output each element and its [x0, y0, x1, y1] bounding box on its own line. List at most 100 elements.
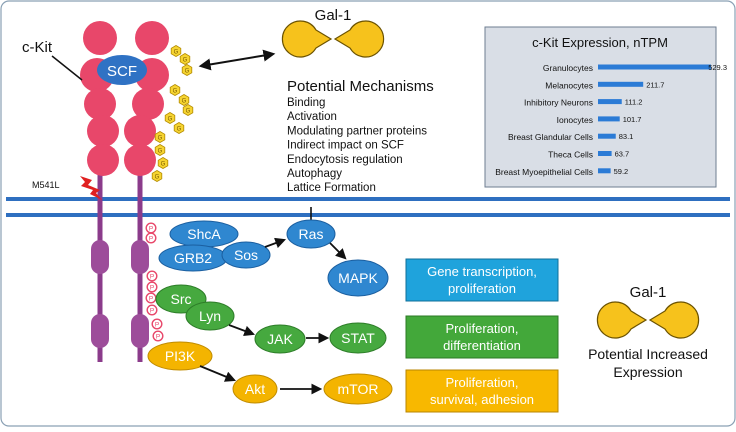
- pi3k-node: [147, 341, 213, 371]
- glycan-icon: [157, 157, 169, 169]
- mechanism-item: Binding: [287, 97, 325, 109]
- glycan-label: G: [177, 127, 182, 133]
- ras-mapk-arrow: [329, 242, 347, 260]
- chart-bar: [598, 116, 620, 122]
- pi3k-label: PI3K: [165, 348, 196, 364]
- outcome-blue-line2: proliferation: [448, 281, 516, 296]
- phosphate-icon: [146, 270, 158, 282]
- kinase-domain: [131, 240, 149, 274]
- outcome-box-orange: [405, 369, 559, 413]
- src-label: Src: [171, 291, 192, 307]
- kinase-domain: [91, 240, 109, 274]
- glycan-label: G: [186, 109, 191, 115]
- chart-panel: [484, 26, 717, 188]
- outcome-blue-line1: Gene transcription,: [427, 264, 537, 279]
- glycan-label: G: [174, 50, 179, 56]
- chart-category-label: Inhibitory Neurons: [524, 98, 593, 108]
- phosphate-label: P: [155, 322, 159, 329]
- chart-category-label: Melanocytes: [545, 80, 593, 90]
- phosphate-icon: [146, 304, 158, 316]
- outcome-box-green: [405, 315, 559, 359]
- gal1-bottom-icon: [596, 301, 700, 339]
- glycan-label: G: [161, 162, 166, 168]
- chart-category-label: Ionocytes: [557, 115, 593, 125]
- phosphate-label: P: [150, 308, 154, 315]
- chart-value-label: 59.2: [614, 167, 629, 176]
- chart-value-label: 529.3: [708, 63, 727, 72]
- sos-node: [221, 241, 271, 269]
- lyn-node: [185, 301, 235, 331]
- lightning-bolt-icon: [80, 176, 102, 200]
- chart-bar: [598, 99, 622, 105]
- mechanism-item: Endocytosis regulation: [287, 154, 403, 166]
- chart-bar: [598, 133, 616, 139]
- ig-domain: [84, 88, 116, 120]
- phosphate-label: P: [156, 334, 160, 341]
- ras-label: Ras: [299, 226, 324, 242]
- shca-label: ShcA: [187, 226, 221, 242]
- mechanism-item: Activation: [287, 111, 337, 123]
- ig-domain: [135, 21, 169, 55]
- glycan-label: G: [158, 136, 163, 142]
- scf-ligand: [97, 55, 147, 85]
- chart-bar: [598, 64, 711, 70]
- jak-node: [254, 324, 306, 354]
- mapk-node: [327, 259, 389, 297]
- glycan-label: G: [183, 58, 188, 64]
- lyn-jak-arrow: [228, 324, 256, 337]
- glycan-icon: [173, 122, 185, 134]
- chart-category-label: Granulocytes: [543, 63, 593, 73]
- sos-ras-arrow: [264, 237, 287, 249]
- gal1-bottom-title: Gal-1: [630, 284, 667, 301]
- chart-value-label: 83.1: [619, 132, 634, 141]
- glycan-icon: [151, 170, 163, 182]
- chart-bar: [598, 151, 612, 156]
- phosphate-label: P: [149, 236, 153, 243]
- chart-value-label: 63.7: [615, 150, 630, 159]
- glycan-icon: [178, 94, 190, 106]
- akt-label: Akt: [245, 381, 265, 397]
- stat-node: [329, 322, 387, 354]
- outcome-orange-line1: Proliferation,: [446, 375, 519, 390]
- ig-domain: [87, 144, 119, 176]
- chart-value-label: 101.7: [623, 115, 642, 124]
- ckit-receptor: SCF: [80, 21, 169, 362]
- glycan-icon: [169, 84, 181, 96]
- ig-domain: [87, 115, 119, 147]
- chart-value-label: 211.7: [646, 80, 664, 89]
- phosphate-icon: [146, 281, 158, 293]
- ig-domain: [124, 144, 156, 176]
- glycan-icon: [154, 144, 166, 156]
- glycan-icon: [170, 45, 182, 57]
- akt-node: [232, 374, 278, 404]
- glycan-label: G: [173, 89, 178, 95]
- gal1-bottom-line1: Potential Increased: [588, 346, 708, 362]
- mechanism-item: Lattice Formation: [287, 182, 376, 194]
- phosphate-label: P: [150, 274, 154, 281]
- ras-node: [286, 219, 336, 249]
- glycan-label: G: [168, 117, 173, 123]
- ig-domain: [124, 115, 156, 147]
- mutation-label: M541L: [32, 180, 60, 190]
- mechanism-item: Indirect impact on SCF: [287, 140, 404, 152]
- gal1-top-icon: [281, 20, 385, 58]
- glycan-label: G: [182, 99, 187, 105]
- grb2-label: GRB2: [174, 250, 212, 266]
- chart-category-label: Breast Myoepithelial Cells: [495, 167, 593, 177]
- lyn-label: Lyn: [199, 308, 221, 324]
- ckit-pointer: [51, 55, 83, 81]
- chart-value-label: 111.2: [625, 98, 643, 107]
- glycan-icon: [182, 104, 194, 116]
- outcome-box-blue: [405, 258, 559, 302]
- mapk-label: MAPK: [338, 270, 378, 286]
- chart-bar: [598, 168, 611, 174]
- glycan-icon: [179, 53, 191, 65]
- mechanism-item: Autophagy: [287, 168, 342, 180]
- glycan-label: G: [158, 149, 163, 155]
- scf-label: SCF: [107, 63, 137, 80]
